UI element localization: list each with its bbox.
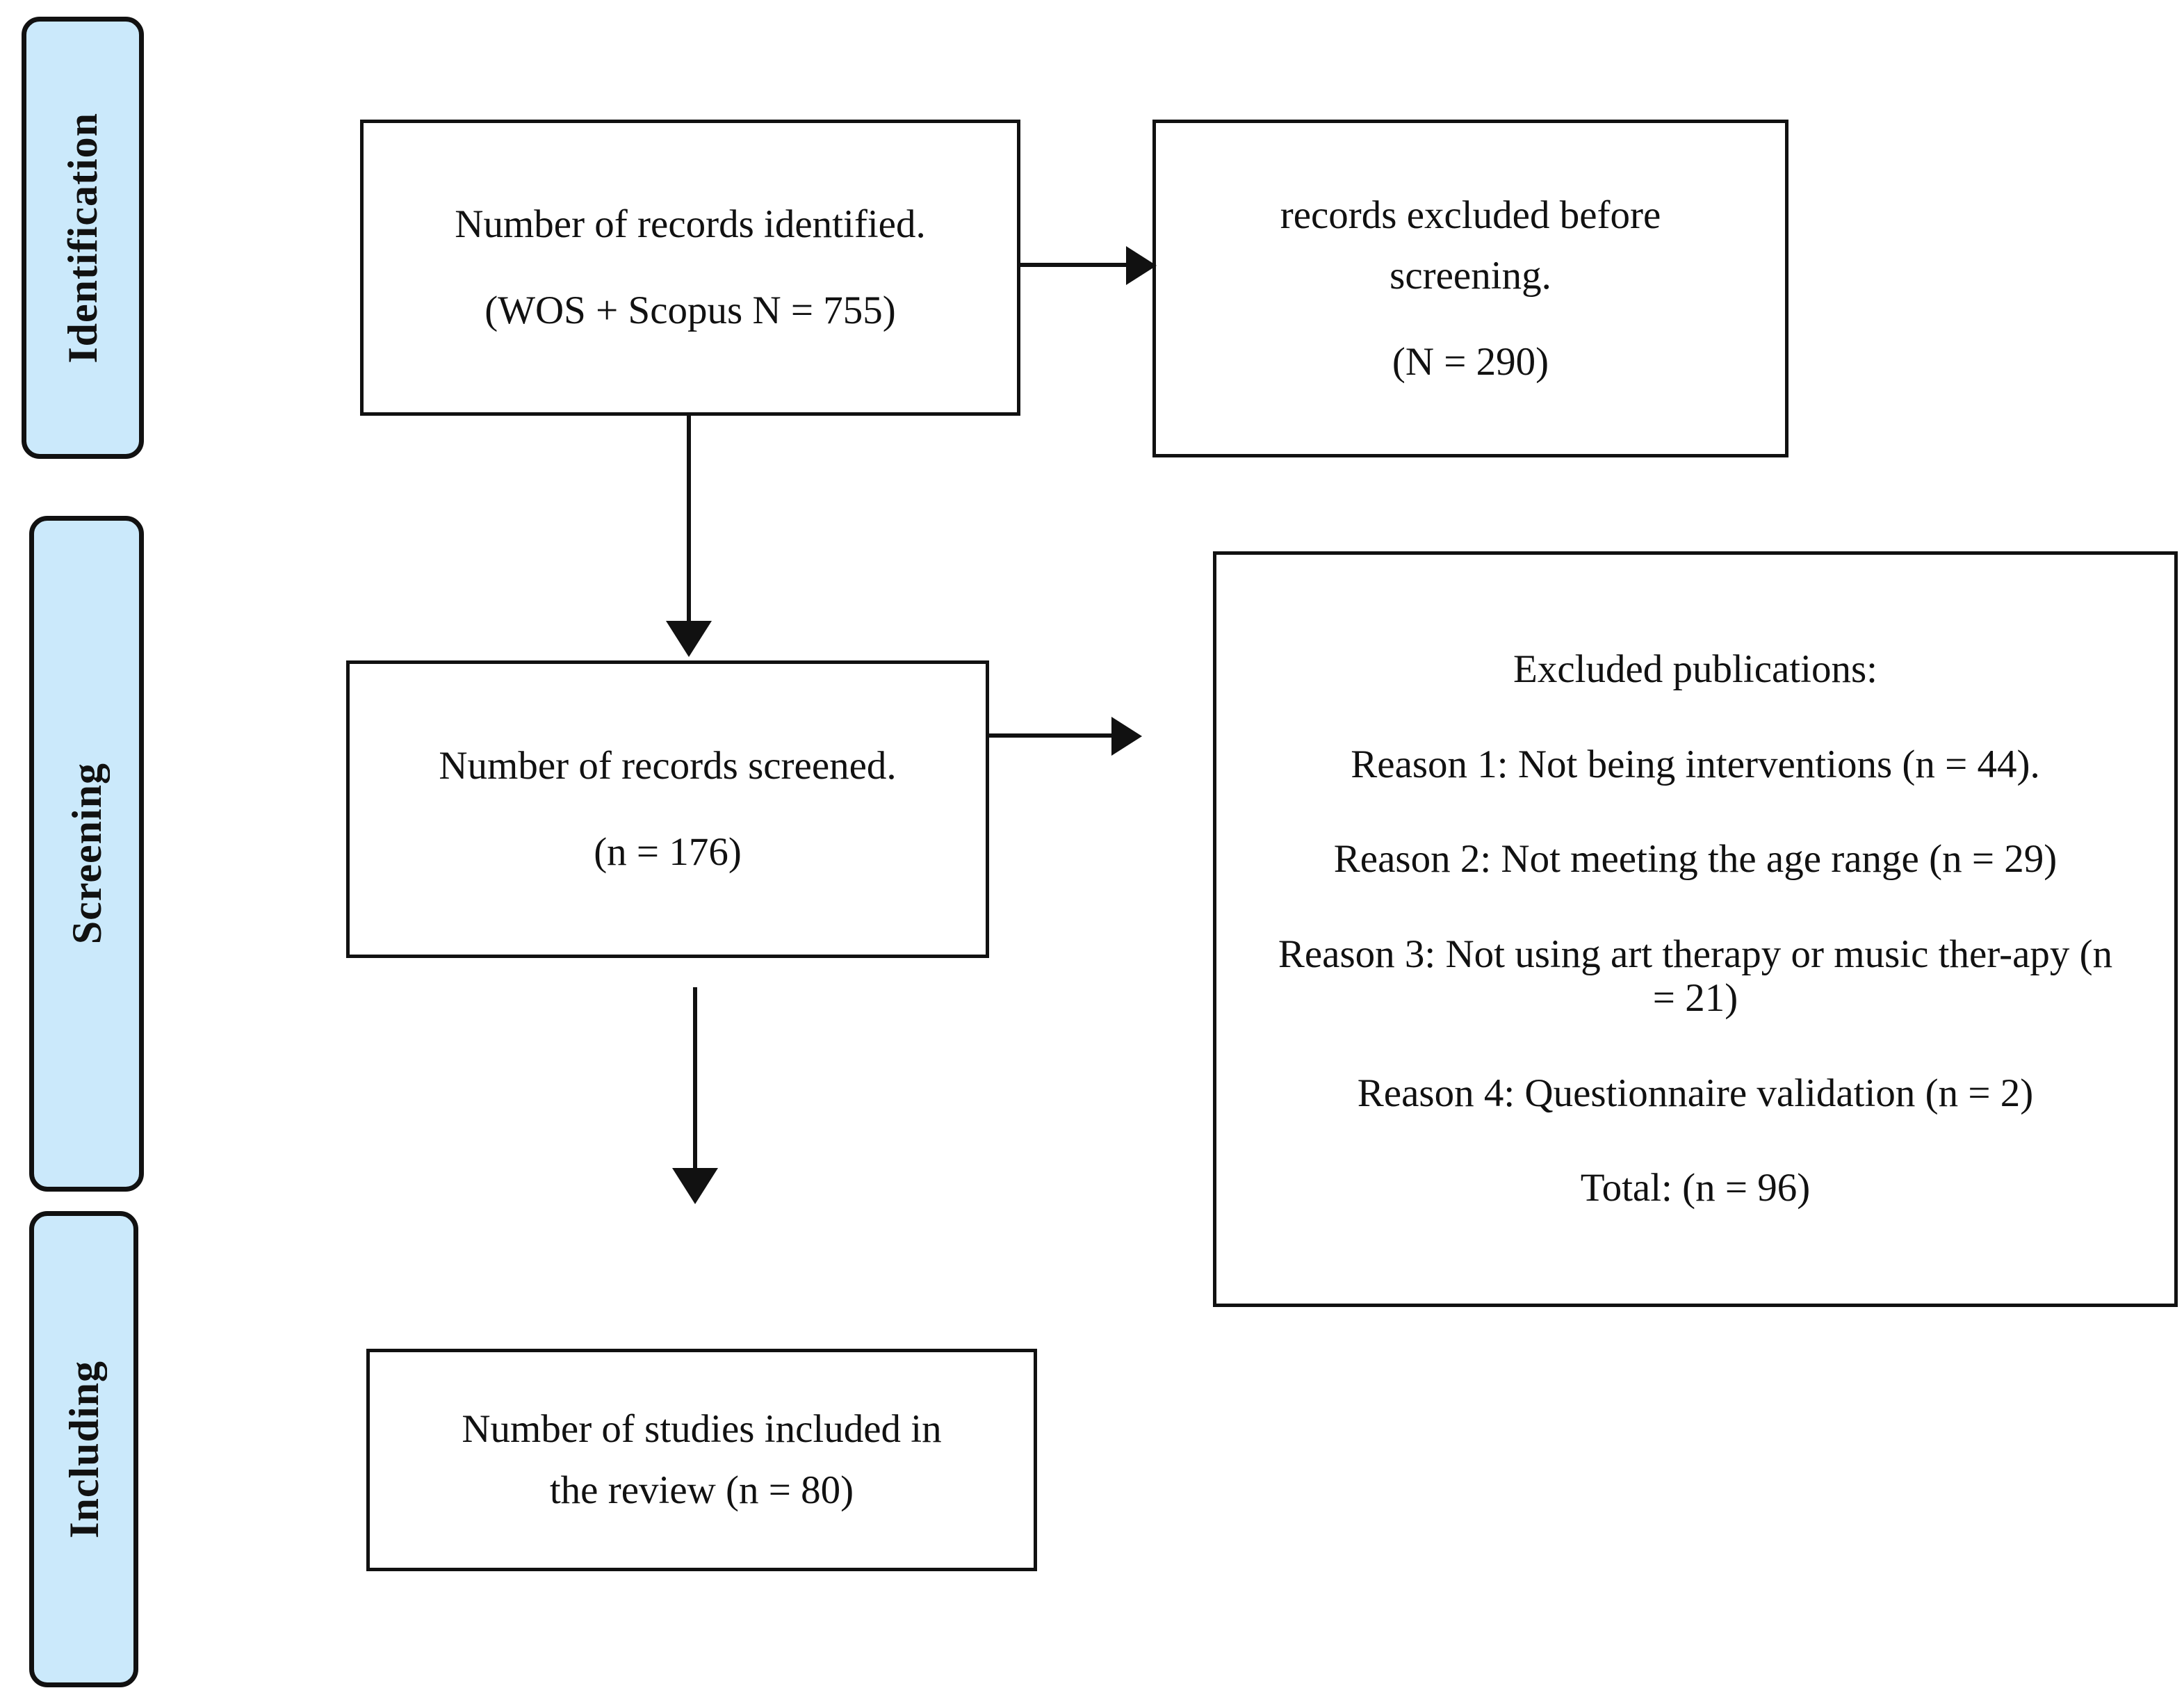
records-screened-line-2: (n = 176) (594, 830, 742, 874)
excluded-before-screening-line-2: screening. (1390, 254, 1551, 298)
stage-label-screening: Screening (29, 516, 144, 1192)
arrow-right-icon-screened-to-excluded-pub (1111, 717, 1142, 756)
box-records-identified: Number of records identified. (WOS + Sco… (360, 120, 1020, 416)
stage-label-including: Including (29, 1211, 138, 1687)
arrow-down-icon-screened-to-included (672, 1168, 718, 1204)
box-records-excluded-before-screening: records excluded before screening. (N = … (1152, 120, 1788, 457)
box-records-screened: Number of records screened. (n = 176) (346, 660, 989, 958)
excluded-publications-reason-1: Reason 1: Not being interventions (n = 4… (1351, 742, 2040, 786)
box-excluded-publications: Excluded publications: Reason 1: Not bei… (1213, 551, 2178, 1307)
excluded-publications-reason-2: Reason 2: Not meeting the age range (n =… (1333, 837, 2057, 882)
connector-screened-to-included-line (693, 987, 697, 1171)
excluded-publications-heading: Excluded publications: (1513, 647, 1877, 692)
excluded-publications-reason-4: Reason 4: Questionnaire validation (n = … (1357, 1071, 2034, 1115)
stage-label-identification: Identification (22, 17, 144, 459)
studies-included-line-2: the review (n = 80) (549, 1468, 854, 1512)
stage-label-identification-text: Identification (60, 112, 106, 364)
excluded-before-screening-line-1: records excluded before (1280, 193, 1661, 237)
records-identified-line-1: Number of records identified. (455, 202, 926, 247)
excluded-publications-reason-3: Reason 3: Not using art therapy or music… (1278, 932, 2113, 1020)
box-studies-included: Number of studies included in the review… (366, 1349, 1037, 1571)
arrow-right-icon-identified-to-excluded-pre (1126, 246, 1157, 285)
studies-included-line-1: Number of studies included in (462, 1407, 942, 1452)
stage-label-screening-text: Screening (63, 763, 110, 945)
connector-screened-to-excluded-pub-line (987, 733, 1114, 738)
excluded-before-screening-count: (N = 290) (1392, 339, 1549, 384)
records-screened-line-1: Number of records screened. (439, 744, 897, 788)
arrow-down-icon-identified-to-screened (666, 621, 712, 657)
records-identified-line-2: (WOS + Scopus N = 755) (484, 289, 896, 332)
connector-identified-to-screened-line (687, 416, 691, 624)
stage-label-including-text: Including (60, 1360, 107, 1539)
connector-identified-to-excluded-pre-line (1017, 263, 1128, 267)
excluded-publications-total: Total: (n = 96) (1580, 1166, 1811, 1210)
